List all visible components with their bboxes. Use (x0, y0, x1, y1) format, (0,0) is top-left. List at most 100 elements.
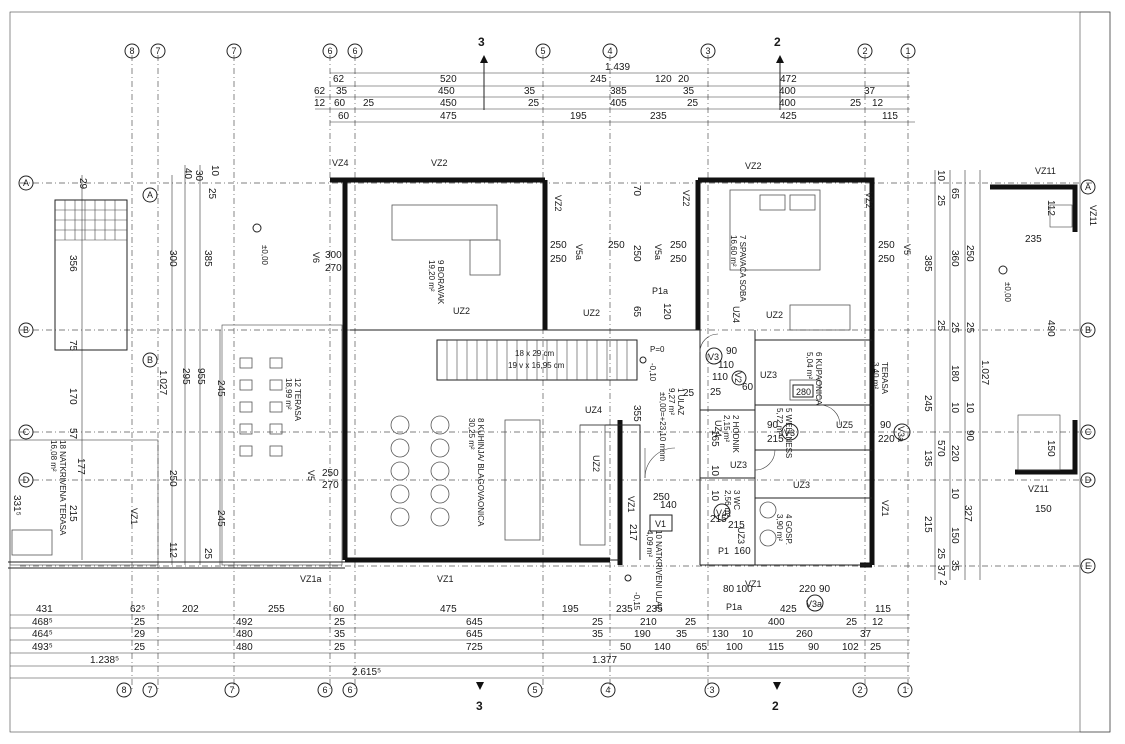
dim-left: 25 (206, 188, 217, 200)
axis-bottom-label: 2 (857, 685, 862, 695)
top-dimension-chains: 1.439 62 520 245 120 20 472 62 35 450 35… (314, 62, 915, 123)
tag-vz2: VZ2 (431, 158, 448, 168)
dim-left: 215 (67, 505, 78, 522)
room-name-terasa: 12 TERASA (293, 378, 302, 422)
right-dimension-columns: 10 25 385 25 245 135 215 25 37 65 360 25… (922, 170, 1056, 586)
dim-bottom: 725 (466, 642, 483, 653)
room-name-terasa-right: TERASA (880, 362, 889, 395)
dim-right: 37 (935, 565, 946, 577)
tag-vz4: VZ4 (332, 158, 349, 168)
dim-left: 30 (193, 170, 204, 182)
tag-v6: V6 (311, 252, 321, 263)
tag-p1: P1 (718, 546, 729, 556)
room-name-ulaz: 1 ULAZ (676, 388, 685, 415)
dim-right: 180 (949, 365, 960, 382)
room-area-terasa: 18,99 m² (284, 378, 293, 410)
section-mark-3-top: 3 (478, 35, 485, 49)
dim-inner: 140 (660, 500, 677, 511)
dim-left: 1.027 (157, 370, 168, 395)
dim-inner: 217 (627, 524, 638, 541)
dim-top: 245 (590, 74, 607, 85)
room-name-wellness: 5 WELLNESS (784, 408, 793, 458)
sofa (391, 204, 498, 241)
tag-vz11: VZ11 (1035, 166, 1056, 176)
dim-left: 331⁵ (11, 495, 22, 516)
dim-top: 35 (524, 86, 536, 97)
tag-v3: V3 (784, 428, 795, 438)
dim-top: 35 (336, 86, 348, 97)
room-name-natkriveni-ulaz: 10 NATKRIVENI ULAZ (654, 530, 663, 611)
tag-vz2: VZ1 (626, 496, 636, 513)
axis-bubbles-top: 8 7 7 6 6 5 4 3 2 1 (124, 43, 916, 59)
kitchen-counter (504, 419, 541, 541)
dim-inner: 220 (878, 434, 895, 445)
axis-top-label: 4 (607, 46, 612, 56)
axis-left-label: B (147, 355, 153, 365)
dim-bottom: 468⁵ (32, 617, 53, 628)
level-mark: -0,10 (648, 363, 657, 382)
tag-uz2: UZ2 (583, 308, 600, 318)
dim-inner: 160 (734, 546, 751, 557)
dim-left: 250 (167, 470, 178, 487)
dim-inner: 90 (819, 584, 831, 595)
dim-bottom: 102 (842, 642, 859, 653)
dim-right: 10 (935, 170, 946, 182)
dim-inner: 220 (799, 584, 816, 595)
room-area-kupaonica: 5,04 m² (805, 352, 814, 379)
inner-dimensions: 300 270 250 250 250 250 70 250 250 250 1… (322, 185, 895, 615)
dim-left: 57 (67, 428, 78, 440)
dim-right: 360 (949, 250, 960, 267)
room-area-wellness: 5,72 m² (775, 408, 784, 435)
axis-top-label: 1 (905, 46, 910, 56)
dim-top: 472 (780, 74, 797, 85)
dim-top: 450 (440, 98, 457, 109)
dim-left: 10 (209, 165, 220, 177)
dim-right: 135 (922, 450, 933, 467)
dim-top: 25 (687, 98, 699, 109)
dim-bottom: 464⁵ (32, 629, 53, 640)
level-mark: ±0,00=+23,10 mnm (658, 392, 667, 462)
dim-left: 25 (202, 548, 213, 560)
dim-top: 235 (650, 111, 667, 122)
dim-inner: 270 (325, 263, 342, 274)
dim-inner: 165 (709, 430, 720, 447)
dim-right: 10 (964, 402, 975, 414)
tag-uz2: UZ2 (453, 306, 470, 316)
dim-right: 35 (949, 560, 960, 572)
dim-right: 327 (962, 505, 973, 522)
tag-uz2: UZ2 (591, 455, 601, 472)
dim-bottom: 202 (182, 604, 199, 615)
tag-vz2: VZ2 (864, 192, 874, 209)
tag-v5: V5 (902, 244, 912, 255)
dim-inner: 250 (878, 254, 895, 265)
dim-left: 75 (67, 340, 78, 352)
axis-grid (20, 55, 1095, 690)
dim-right: 25 (935, 548, 946, 560)
dim-bottom: 25 (334, 642, 346, 653)
dim-inner: 10 (709, 465, 720, 477)
tag-uz4: UZ4 (713, 420, 723, 437)
tag-uz3: UZ3 (730, 460, 747, 470)
dim-inner: 110 (712, 372, 728, 383)
dim-top: 20 (678, 74, 690, 85)
axis-left-label: B (23, 325, 29, 335)
room-area-natkrivena-terasa: 16,08 m² (49, 440, 58, 472)
dim-right: 90 (964, 430, 975, 442)
tag-v2: V2 (733, 372, 743, 383)
dim-right: 10 (949, 488, 960, 500)
dim-bottom: 235 (646, 604, 663, 615)
dim-bottom: 25 (870, 642, 882, 653)
dim-bottom: 480 (236, 629, 253, 640)
dim-bottom: 62⁵ (130, 604, 145, 615)
room-name-kupaonica: 6 KUPAONICA (814, 352, 823, 406)
dim-inner: 60 (742, 382, 754, 393)
dim-right: 235 (1025, 234, 1042, 245)
dim-bottom: 35 (592, 629, 604, 640)
dim-bottom: 100 (726, 642, 743, 653)
dim-inner: 65 (631, 306, 642, 318)
tag-uz3: UZ3 (736, 527, 746, 544)
dim-right: 25 (935, 195, 946, 207)
dim-inner: 250 (670, 240, 687, 251)
dim-bottom: 25 (134, 617, 146, 628)
